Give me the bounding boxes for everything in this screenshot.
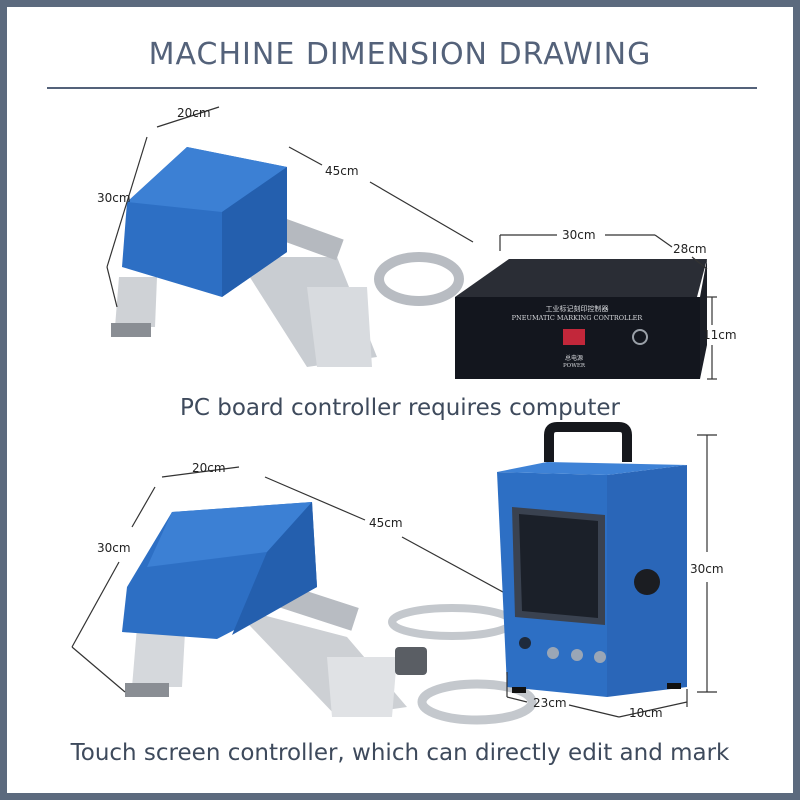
dim-label: 30cm bbox=[97, 541, 131, 555]
dim-label: 45cm bbox=[325, 164, 359, 178]
title-divider bbox=[47, 87, 757, 89]
dim-label: 20cm bbox=[192, 461, 226, 475]
power-switch-icon bbox=[563, 329, 585, 345]
control-knob-icon bbox=[571, 649, 583, 661]
panel-label-cn: 工业标记刻印控制器 bbox=[546, 304, 609, 313]
caption-touchscreen-controller: Touch screen controller, which can direc… bbox=[70, 740, 730, 766]
dim-label: 30cm bbox=[562, 228, 596, 242]
touchscreen-controller-box bbox=[497, 422, 687, 697]
dim-label: 23cm bbox=[533, 696, 567, 710]
marking-head-bottom bbox=[122, 502, 537, 725]
dim-label: 20cm bbox=[177, 106, 211, 120]
head-dimension-lines-top bbox=[106, 106, 474, 308]
caption-pc-controller: PC board controller requires computer bbox=[180, 395, 620, 421]
connector-icon bbox=[632, 329, 648, 345]
power-label-en: POWER bbox=[563, 363, 586, 369]
machine-illustration: 20cm 45cm 30cm 工业标记刻印控制器 PNEUMATIC MARKI… bbox=[71, 106, 737, 725]
dim-label: 11cm bbox=[703, 328, 737, 342]
dim-label: 30cm bbox=[690, 562, 724, 576]
page-title: MACHINE DIMENSION DRAWING bbox=[148, 37, 652, 72]
marking-head-top bbox=[111, 147, 464, 367]
power-button-icon bbox=[519, 637, 531, 649]
pc-controller-box: 工业标记刻印控制器 PNEUMATIC MARKING CONTROLLER 总… bbox=[455, 259, 707, 379]
connector-icon bbox=[634, 569, 660, 595]
control-knob-icon bbox=[547, 647, 559, 659]
panel-label-en: PNEUMATIC MARKING CONTROLLER bbox=[512, 314, 644, 322]
controller-dimension-lines-top bbox=[499, 234, 717, 380]
controller-dimension-lines-bottom bbox=[506, 434, 717, 718]
head-dimension-lines-bottom bbox=[71, 466, 513, 693]
dim-label: 45cm bbox=[369, 516, 403, 530]
diagram-frame: MACHINE DIMENSION DRAWING 20cm bbox=[7, 7, 793, 793]
dim-label: 10cm bbox=[629, 706, 663, 720]
dim-label: 30cm bbox=[97, 191, 131, 205]
dim-label: 28cm bbox=[673, 242, 707, 256]
power-label-cn: 总电源 bbox=[565, 354, 583, 362]
control-knob-icon bbox=[594, 651, 606, 663]
